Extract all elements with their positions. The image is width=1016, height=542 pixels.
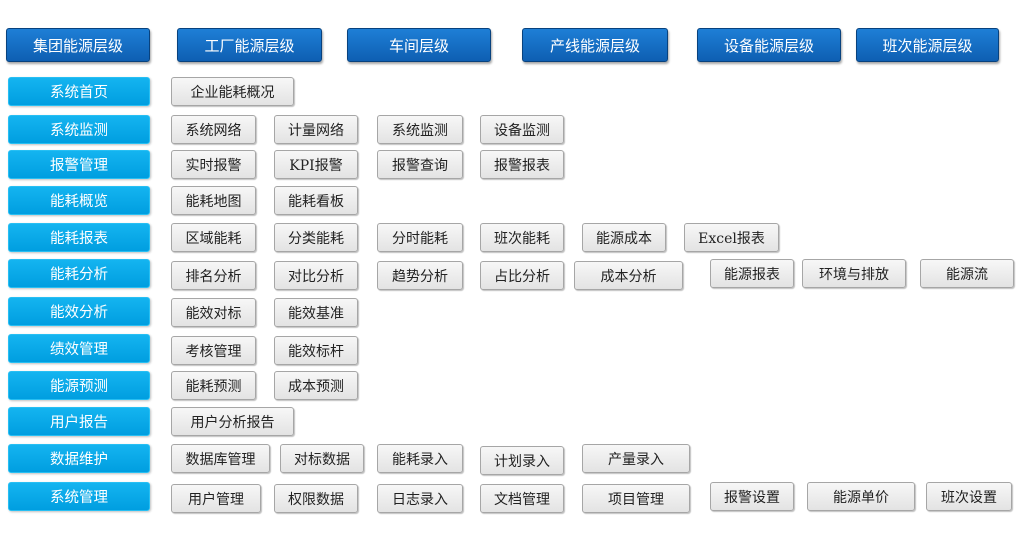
category-energy-report[interactable]: 能耗报表 bbox=[8, 223, 150, 252]
level-tab-workshop[interactable]: 车间层级 bbox=[347, 28, 491, 62]
category-energy-forecast[interactable]: 能源预测 bbox=[8, 371, 150, 400]
item-cost-forecast[interactable]: 成本预测 bbox=[274, 371, 358, 400]
item-efficiency-standard[interactable]: 能效标杆 bbox=[274, 336, 358, 365]
category-alarm-management[interactable]: 报警管理 bbox=[8, 150, 150, 179]
category-system-home[interactable]: 系统首页 bbox=[8, 77, 150, 106]
item-energy-unit-price[interactable]: 能源单价 bbox=[807, 482, 915, 511]
item-energy-flow[interactable]: 能源流 bbox=[920, 259, 1014, 288]
item-shift-energy[interactable]: 班次能耗 bbox=[480, 223, 564, 252]
item-alarm-settings[interactable]: 报警设置 bbox=[710, 482, 794, 511]
item-kpi-alarm[interactable]: KPI报警 bbox=[274, 150, 358, 179]
category-system-management[interactable]: 系统管理 bbox=[8, 482, 150, 511]
item-energy-forecast[interactable]: 能耗预测 bbox=[171, 371, 256, 400]
item-user-management[interactable]: 用户管理 bbox=[171, 484, 261, 513]
level-tab-group[interactable]: 集团能源层级 bbox=[6, 28, 150, 62]
item-project-management[interactable]: 项目管理 bbox=[582, 484, 690, 513]
item-excel-report[interactable]: Excel报表 bbox=[684, 223, 779, 252]
category-system-monitoring[interactable]: 系统监测 bbox=[8, 115, 150, 144]
item-device-monitor[interactable]: 设备监测 bbox=[480, 115, 564, 144]
item-document-management[interactable]: 文档管理 bbox=[480, 484, 564, 513]
item-shift-settings[interactable]: 班次设置 bbox=[926, 482, 1012, 511]
item-permission-data[interactable]: 权限数据 bbox=[274, 484, 358, 513]
item-assessment-management[interactable]: 考核管理 bbox=[171, 336, 256, 365]
item-metering-network[interactable]: 计量网络 bbox=[274, 115, 358, 144]
level-tab-factory[interactable]: 工厂能源层级 bbox=[177, 28, 322, 62]
item-system-monitor[interactable]: 系统监测 bbox=[377, 115, 463, 144]
item-energy-cost[interactable]: 能源成本 bbox=[582, 223, 666, 252]
item-area-energy[interactable]: 区域能耗 bbox=[171, 223, 256, 252]
level-tab-device[interactable]: 设备能源层级 bbox=[697, 28, 841, 62]
item-category-energy[interactable]: 分类能耗 bbox=[274, 223, 358, 252]
item-comparison-analysis[interactable]: 对比分析 bbox=[274, 261, 358, 290]
item-energy-map[interactable]: 能耗地图 bbox=[171, 186, 256, 215]
item-energy-dashboard[interactable]: 能耗看板 bbox=[274, 186, 358, 215]
item-user-analysis-report[interactable]: 用户分析报告 bbox=[171, 407, 294, 436]
category-efficiency-analysis[interactable]: 能效分析 bbox=[8, 297, 150, 326]
item-plan-input[interactable]: 计划录入 bbox=[480, 446, 564, 475]
level-tab-line[interactable]: 产线能源层级 bbox=[522, 28, 668, 62]
level-tab-shift[interactable]: 班次能源层级 bbox=[856, 28, 999, 62]
category-energy-overview[interactable]: 能耗概览 bbox=[8, 186, 150, 215]
item-system-network[interactable]: 系统网络 bbox=[171, 115, 256, 144]
item-ranking-analysis[interactable]: 排名分析 bbox=[171, 261, 256, 290]
item-time-of-use-energy[interactable]: 分时能耗 bbox=[377, 223, 463, 252]
item-trend-analysis[interactable]: 趋势分析 bbox=[377, 261, 463, 290]
category-energy-analysis[interactable]: 能耗分析 bbox=[8, 259, 150, 288]
item-alarm-query[interactable]: 报警查询 bbox=[377, 150, 463, 179]
item-efficiency-baseline[interactable]: 能效基准 bbox=[274, 298, 358, 327]
item-realtime-alarm[interactable]: 实时报警 bbox=[171, 150, 256, 179]
item-energy-source-report[interactable]: 能源报表 bbox=[710, 259, 794, 288]
item-database-management[interactable]: 数据库管理 bbox=[171, 444, 270, 473]
category-user-report[interactable]: 用户报告 bbox=[8, 407, 150, 436]
item-cost-analysis[interactable]: 成本分析 bbox=[574, 261, 683, 290]
item-share-analysis[interactable]: 占比分析 bbox=[480, 261, 564, 290]
item-energy-input[interactable]: 能耗录入 bbox=[377, 444, 463, 473]
item-production-input[interactable]: 产量录入 bbox=[582, 444, 690, 473]
item-enterprise-energy-overview[interactable]: 企业能耗概况 bbox=[171, 77, 294, 106]
item-log-input[interactable]: 日志录入 bbox=[377, 484, 463, 513]
item-environment-emission[interactable]: 环境与排放 bbox=[802, 259, 906, 288]
item-alarm-report[interactable]: 报警报表 bbox=[480, 150, 564, 179]
category-data-maintenance[interactable]: 数据维护 bbox=[8, 444, 150, 473]
category-performance-management[interactable]: 绩效管理 bbox=[8, 334, 150, 363]
item-benchmark-data[interactable]: 对标数据 bbox=[280, 444, 364, 473]
item-efficiency-benchmark[interactable]: 能效对标 bbox=[171, 298, 256, 327]
